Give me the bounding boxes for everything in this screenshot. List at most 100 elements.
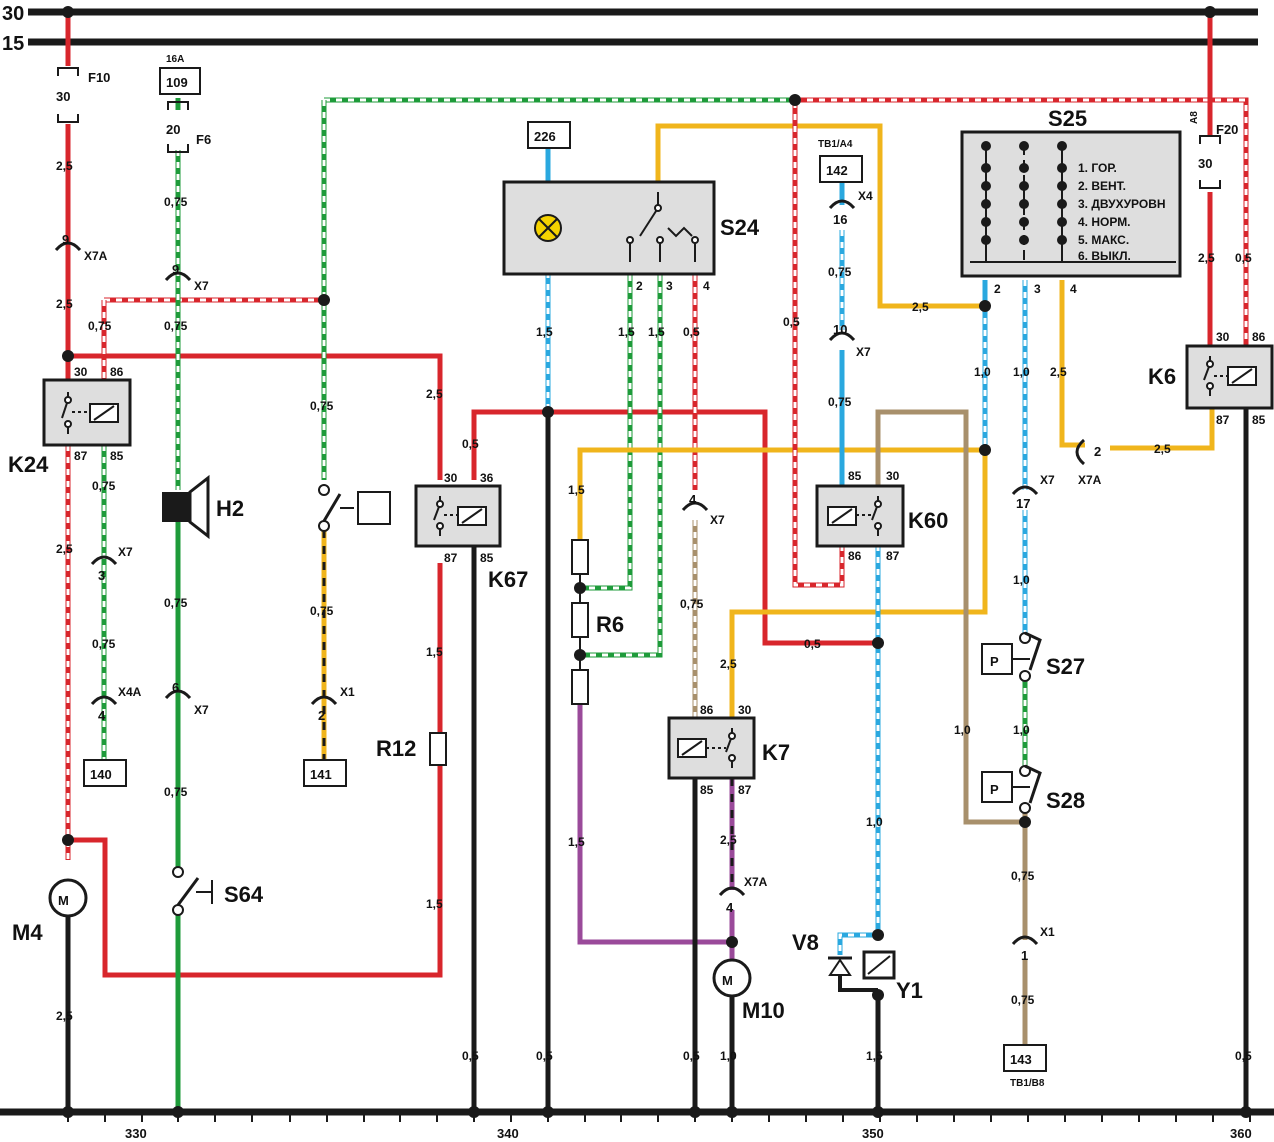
s24-pin-4: 4 [703, 279, 710, 293]
ws-26: 0,75 [680, 597, 704, 611]
k7-pin-86: 86 [700, 703, 714, 717]
motor-m10-label: M10 [742, 998, 785, 1023]
ws-28: 2,5 [720, 833, 737, 847]
ws-22: 1,5 [648, 325, 665, 339]
switch-s25-label: S25 [1048, 106, 1087, 131]
ws-46: 0,75 [1011, 993, 1035, 1007]
ws-9: 0,75 [164, 319, 188, 333]
grid-340: 340 [497, 1126, 519, 1141]
k6-pin-87: 87 [1216, 413, 1230, 427]
x7-4-label: X7 [710, 513, 725, 527]
ws-19: 1,5 [536, 325, 553, 339]
k24-pin-30: 30 [74, 365, 88, 379]
s24-pin-3: 3 [666, 279, 673, 293]
ws-30: 1,0 [720, 1049, 737, 1063]
ref-109-label: 109 [166, 75, 188, 90]
ws-12: 0,75 [310, 399, 334, 413]
relay-k7: K7 86 30 85 87 [667, 703, 790, 797]
k60-pin-85: 85 [848, 469, 862, 483]
s25-pin-2: 2 [994, 282, 1001, 296]
k67-pin-36: 36 [480, 471, 494, 485]
k7-pin-85: 85 [700, 783, 714, 797]
resistor-r6-label: R6 [596, 612, 624, 637]
k60-pin-86: 86 [848, 549, 862, 563]
motor-m4: M M4 [12, 878, 88, 945]
valve-y1-label: Y1 [896, 978, 923, 1003]
x4-16-label: X4 [858, 189, 873, 203]
relay-k6-label: K6 [1148, 364, 1176, 389]
ref-140-label: 140 [90, 767, 112, 782]
ws-10: 0,75 [164, 596, 188, 610]
ref-226-label: 226 [534, 129, 556, 144]
x1-2-pin: 2 [318, 708, 325, 723]
k24-pin-86: 86 [110, 365, 124, 379]
ws-49: 0,5 [1235, 1049, 1252, 1063]
grid-330: 330 [125, 1126, 147, 1141]
fuse-f6-label: F6 [196, 132, 211, 147]
ws-47: 2,5 [1198, 251, 1215, 265]
k6-pin-86: 86 [1252, 330, 1266, 344]
ws-2: 2,5 [56, 297, 73, 311]
k6-pin-30: 30 [1216, 330, 1230, 344]
k67-pin-87: 87 [444, 551, 458, 565]
x7-4-pin: 4 [689, 492, 697, 507]
switch-s28: P S28 [981, 764, 1085, 814]
fuse-f20: 30 F20 A8 [1189, 111, 1238, 189]
switch-unlabeled [318, 484, 391, 532]
x7a-2-label: X7A [1078, 473, 1102, 487]
ws-25: 1,5 [568, 835, 585, 849]
motor-m10-symbol: M [722, 973, 733, 988]
s25-pin-3: 3 [1034, 282, 1041, 296]
ws-11: 0,75 [164, 785, 188, 799]
ws-15: 0,5 [462, 437, 479, 451]
ws-16: 1,5 [426, 645, 443, 659]
ws-29: 0,5 [683, 1049, 700, 1063]
switch-s64-label: S64 [224, 882, 264, 907]
k67-pin-85: 85 [480, 551, 494, 565]
s28-p-box: P [990, 782, 999, 797]
x7-17-label: X7 [1040, 473, 1055, 487]
relay-k24: K24 30 86 87 85 [8, 365, 132, 477]
horn-h2: H2 [162, 474, 244, 540]
ws-43: 1,0 [1013, 723, 1030, 737]
resistor-r12-label: R12 [376, 736, 416, 761]
x7-9-label: X7 [194, 279, 209, 293]
resistor-r6: R6 [571, 539, 624, 705]
junction-dots [62, 6, 1252, 1118]
ws-35: 1,5 [866, 1049, 883, 1063]
x7a-2-pin: 2 [1094, 444, 1101, 459]
k7-pin-87: 87 [738, 783, 752, 797]
x7-6-pin: 6 [172, 680, 179, 695]
s25-mode-1: 1. ГОР. [1078, 161, 1117, 175]
fuse-f20-label: F20 [1216, 122, 1238, 137]
s25-mode-6: 6. ВЫКЛ. [1078, 249, 1131, 263]
k67-pin-30: 30 [444, 471, 458, 485]
motor-m4-label: M4 [12, 920, 43, 945]
x7a-4-label: X7A [744, 875, 768, 889]
x7a-4-pin: 4 [726, 900, 734, 915]
ws-3: 2,5 [56, 542, 73, 556]
relay-k60: K60 85 30 86 87 [815, 469, 948, 563]
x7a-9-pin: 9 [62, 232, 69, 247]
grid-350: 350 [862, 1126, 884, 1141]
ws-23: 0,5 [683, 325, 700, 339]
bus-lines: 30 15 [0, 3, 1274, 1116]
ws-21: 1,5 [618, 325, 635, 339]
k24-pin-87: 87 [74, 449, 88, 463]
ws-6: 0,75 [92, 479, 116, 493]
ws-4: 2,5 [56, 1009, 73, 1023]
ref-141-label: 141 [310, 767, 332, 782]
diode-v8-label: V8 [792, 930, 819, 955]
x7-6-label: X7 [194, 703, 209, 717]
connectors [54, 199, 1086, 946]
ws-39: 1,0 [1013, 365, 1030, 379]
fuse-f10-label: F10 [88, 70, 110, 85]
wire-size-labels: 2,5 2,5 2,5 2,5 0,75 0,75 0,75 0,75 0,75… [56, 159, 1252, 1063]
bus-label-30: 30 [2, 3, 24, 25]
ws-33: 0,5 [783, 315, 800, 329]
ws-7: 0,75 [92, 637, 116, 651]
ws-38: 1,0 [974, 365, 991, 379]
motor-m10: M M10 [712, 958, 785, 1023]
x4-16-pin: 16 [833, 212, 847, 227]
